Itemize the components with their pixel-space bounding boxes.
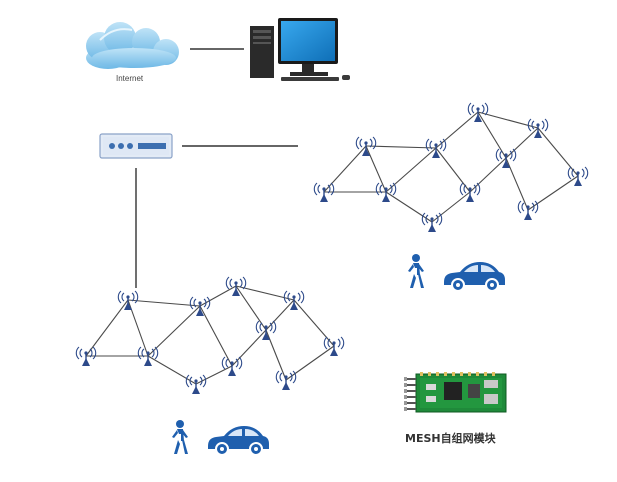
- mesh-module-label: MESH自组网模块: [405, 432, 496, 445]
- router-icon: [99, 133, 173, 159]
- car-icon: [207, 425, 270, 456]
- walking-person-icon: [408, 254, 424, 288]
- mesh-network-upper: [323, 111, 579, 223]
- mesh-module-board-icon: [404, 372, 507, 413]
- car-icon: [443, 261, 506, 292]
- desktop-computer-icon: [250, 18, 350, 81]
- cloud-icon: [86, 22, 179, 69]
- internet-label: Internet: [116, 74, 144, 83]
- walking-person-icon: [172, 420, 188, 454]
